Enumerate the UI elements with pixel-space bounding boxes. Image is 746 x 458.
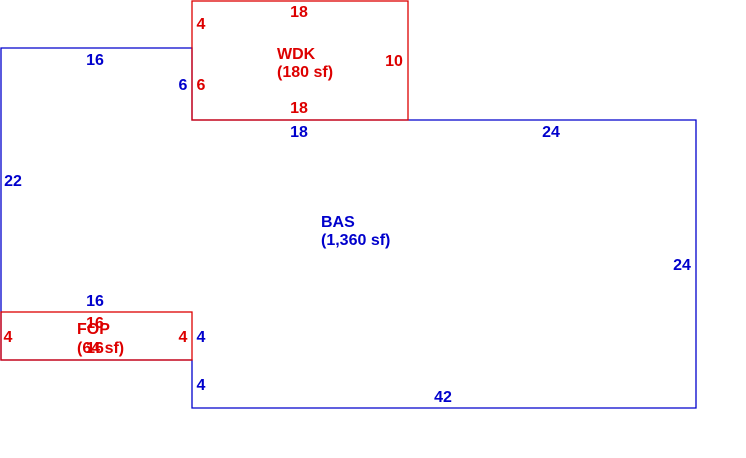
bas-dim-porch-top: 16 bbox=[86, 293, 104, 310]
bas-dim-top-mid: 18 bbox=[290, 124, 308, 141]
wdk-area-label: (180 sf) bbox=[277, 64, 333, 81]
bas-dim-porch-right: 4 bbox=[197, 329, 206, 346]
fop-dim-bottom: 16 bbox=[86, 340, 104, 357]
wdk-dim-right: 10 bbox=[385, 53, 403, 70]
wdk-dim-bottom: 18 bbox=[290, 100, 308, 117]
bas-dim-top-left: 16 bbox=[86, 52, 104, 69]
bas-dim-left-notch: 6 bbox=[179, 77, 188, 94]
wdk-dim-left-upper: 4 bbox=[197, 16, 206, 33]
bas-dim-lower-notch: 4 bbox=[197, 377, 206, 394]
fop-code-label: FOP bbox=[77, 321, 110, 338]
fop-dim-left: 4 bbox=[4, 329, 13, 346]
bas-dim-left-side: 22 bbox=[4, 173, 22, 190]
wdk-dim-top: 18 bbox=[290, 4, 308, 21]
fop-dim-right: 4 bbox=[179, 329, 188, 346]
bas-dim-top-right: 24 bbox=[542, 124, 560, 141]
bas-area-label: (1,360 sf) bbox=[321, 232, 390, 249]
fop-dim-top: 16 bbox=[86, 315, 104, 332]
wdk-dim-left-lower: 6 bbox=[197, 77, 206, 94]
wdk-code-label: WDK bbox=[277, 46, 316, 63]
fop-area-label: (64 sf) bbox=[77, 340, 124, 357]
fop-outline bbox=[0, 311, 193, 361]
bas-dim-right-side: 24 bbox=[673, 257, 691, 274]
bas-dim-bottom: 42 bbox=[434, 389, 452, 406]
wdk-outline bbox=[191, 0, 409, 121]
bas-code-label: BAS bbox=[321, 214, 355, 231]
